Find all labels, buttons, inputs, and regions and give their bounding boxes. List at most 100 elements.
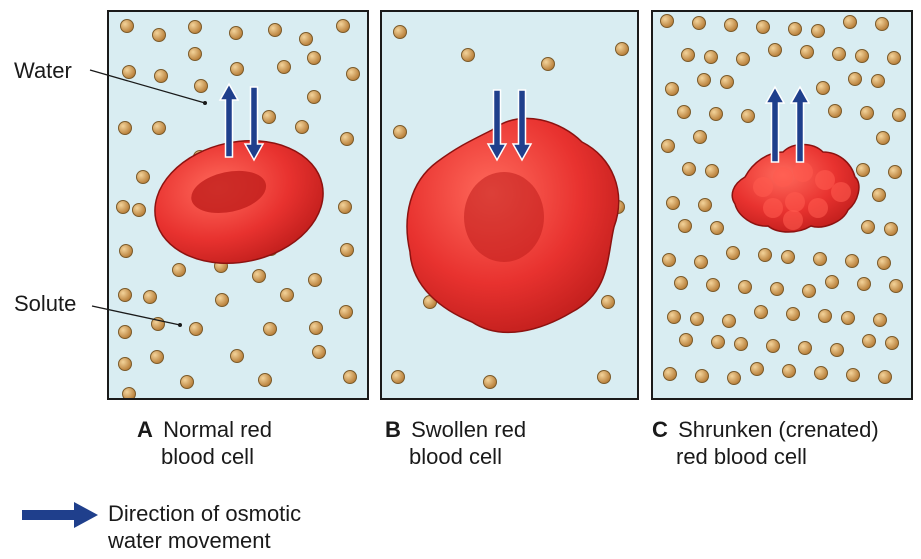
solute-particle bbox=[153, 29, 166, 42]
solute-particle bbox=[801, 46, 814, 59]
panel-c-illustration bbox=[653, 12, 913, 400]
caption-a-line1: Normal red bbox=[163, 417, 272, 442]
solute-particle bbox=[819, 310, 832, 323]
solute-particle bbox=[662, 140, 675, 153]
solute-particle bbox=[542, 58, 555, 71]
solute-particle bbox=[394, 26, 407, 39]
solute-particle bbox=[462, 49, 475, 62]
panel-b-illustration bbox=[382, 12, 639, 400]
solute-particle bbox=[151, 351, 164, 364]
solute-particle bbox=[340, 306, 353, 319]
solute-particle bbox=[666, 83, 679, 96]
solute-particle bbox=[119, 326, 132, 339]
solute-particle bbox=[812, 25, 825, 38]
solute-particle bbox=[728, 372, 741, 385]
solute-particle bbox=[231, 63, 244, 76]
solute-particle bbox=[842, 312, 855, 325]
solute-particle bbox=[873, 189, 886, 202]
solute-particle bbox=[858, 278, 871, 291]
solute-particle bbox=[737, 53, 750, 66]
solute-particle bbox=[844, 16, 857, 29]
solute-particle bbox=[695, 256, 708, 269]
solute-particle bbox=[313, 346, 326, 359]
caption-c-letter: C bbox=[652, 416, 672, 443]
solute-particle bbox=[190, 323, 203, 336]
solute-particle bbox=[782, 251, 795, 264]
solute-particle bbox=[484, 376, 497, 389]
crenation-bump bbox=[753, 177, 773, 197]
panel-swollen-cell bbox=[380, 10, 639, 400]
solute-particle bbox=[173, 264, 186, 277]
crenation-bump bbox=[793, 162, 813, 182]
solute-particle bbox=[680, 334, 693, 347]
solute-particle bbox=[814, 253, 827, 266]
solute-particle bbox=[769, 44, 782, 57]
solute-particle bbox=[394, 126, 407, 139]
solute-particle bbox=[347, 68, 360, 81]
solute-particle bbox=[120, 245, 133, 258]
solute-particle bbox=[877, 132, 890, 145]
solute-particle bbox=[119, 289, 132, 302]
solute-particle bbox=[117, 201, 130, 214]
panel-shrunken-cell bbox=[651, 10, 913, 400]
solute-particle bbox=[661, 15, 674, 28]
solute-particle bbox=[725, 19, 738, 32]
solute-particle bbox=[230, 27, 243, 40]
solute-particle bbox=[739, 281, 752, 294]
solute-particle bbox=[123, 66, 136, 79]
legend-text: Direction of osmotic water movement bbox=[108, 500, 301, 554]
solute-particle bbox=[308, 52, 321, 65]
solute-particle bbox=[337, 20, 350, 33]
solute-particle bbox=[872, 75, 885, 88]
solute-particle bbox=[664, 368, 677, 381]
solute-particle bbox=[767, 340, 780, 353]
legend-line2: water movement bbox=[108, 528, 271, 553]
solute-particle bbox=[189, 48, 202, 61]
solute-particle bbox=[874, 314, 887, 327]
solute-particle bbox=[699, 199, 712, 212]
cell-nucleus-region bbox=[464, 172, 544, 262]
solute-particle bbox=[696, 370, 709, 383]
solute-label: Solute bbox=[14, 291, 76, 317]
solute-particle bbox=[710, 108, 723, 121]
normal-red-blood-cell bbox=[143, 126, 334, 279]
caption-a-letter: A bbox=[137, 416, 157, 443]
solute-particle bbox=[678, 106, 691, 119]
solute-particle bbox=[682, 49, 695, 62]
solute-particle bbox=[341, 133, 354, 146]
solute-particle bbox=[893, 109, 906, 122]
solute-particle bbox=[826, 276, 839, 289]
solute-particle bbox=[846, 255, 859, 268]
solute-particle bbox=[339, 201, 352, 214]
solute-particle bbox=[296, 121, 309, 134]
solute-particle bbox=[602, 296, 615, 309]
solute-particle bbox=[392, 371, 405, 384]
caption-a-line2: blood cell bbox=[137, 443, 272, 470]
caption-b-line2: blood cell bbox=[385, 443, 526, 470]
shrunken-red-blood-cell bbox=[732, 145, 859, 233]
solute-particle bbox=[155, 70, 168, 83]
solute-particle bbox=[885, 223, 898, 236]
solute-particle bbox=[742, 110, 755, 123]
caption-b-line1: Swollen red bbox=[411, 417, 526, 442]
crenation-bump bbox=[763, 198, 783, 218]
caption-c-line2: red blood cell bbox=[652, 443, 879, 470]
solute-particle bbox=[771, 283, 784, 296]
solute-particle bbox=[616, 43, 629, 56]
solute-particle bbox=[863, 335, 876, 348]
water-out-arrow bbox=[766, 87, 784, 162]
solute-particle bbox=[263, 111, 276, 124]
solute-particle bbox=[253, 270, 266, 283]
solute-particle bbox=[300, 33, 313, 46]
crenation-bump bbox=[815, 170, 835, 190]
solute-particle bbox=[264, 323, 277, 336]
solute-particle bbox=[706, 165, 719, 178]
panel-a-illustration bbox=[109, 12, 369, 400]
solute-particle bbox=[683, 163, 696, 176]
solute-particle bbox=[787, 308, 800, 321]
crenation-bump bbox=[785, 192, 805, 212]
solute-particle bbox=[799, 342, 812, 355]
solute-particle bbox=[735, 338, 748, 351]
solute-particle bbox=[278, 61, 291, 74]
water-label: Water bbox=[14, 58, 72, 84]
